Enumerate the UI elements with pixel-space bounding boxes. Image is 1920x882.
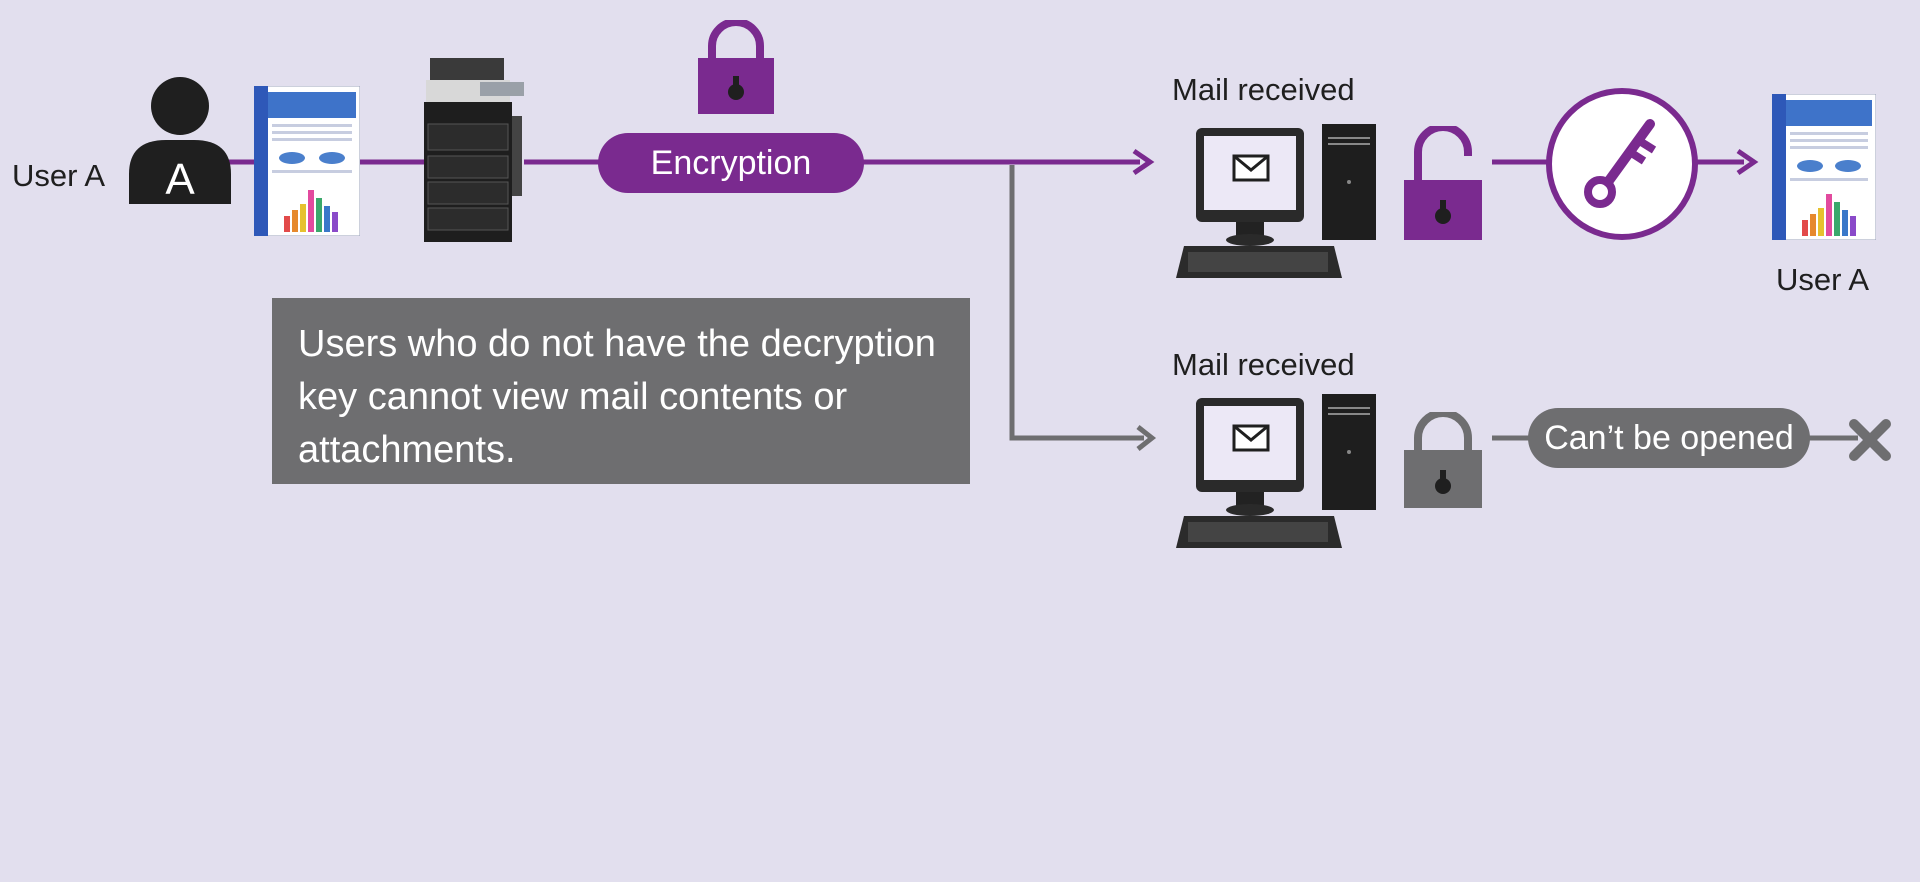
decryption-key-note: Users who do not have the decryption key… [272,298,970,484]
x-mark-icon [1849,419,1891,461]
encryption-pill: Encryption [598,133,864,193]
person-icon: A [129,77,231,204]
cannot-open-pill: Can’t be opened [1528,408,1810,468]
arrow-head-document [1736,148,1759,176]
line-gray-branch [1009,165,1144,441]
recipient-label: User A [1776,262,1870,297]
mail-received-bottom-label: Mail received [1172,347,1355,382]
padlock-unlocked-icon [1404,126,1482,240]
sender-label: User A [12,158,106,193]
arrow-head-mail-bottom [1136,425,1157,451]
multifunction-printer-icon [424,58,524,242]
padlock-locked-icon [698,20,774,114]
key-icon [1546,88,1698,240]
arrow-head-mail-top [1132,148,1155,176]
padlock-locked-gray-icon [1404,412,1482,508]
avatar-letter: A [165,155,195,204]
desktop-computer-icon-bottom [1176,394,1376,548]
document-icon [254,86,360,236]
mail-received-top-label: Mail received [1172,72,1355,107]
document-icon-received [1772,94,1876,240]
desktop-computer-icon [1176,124,1376,278]
